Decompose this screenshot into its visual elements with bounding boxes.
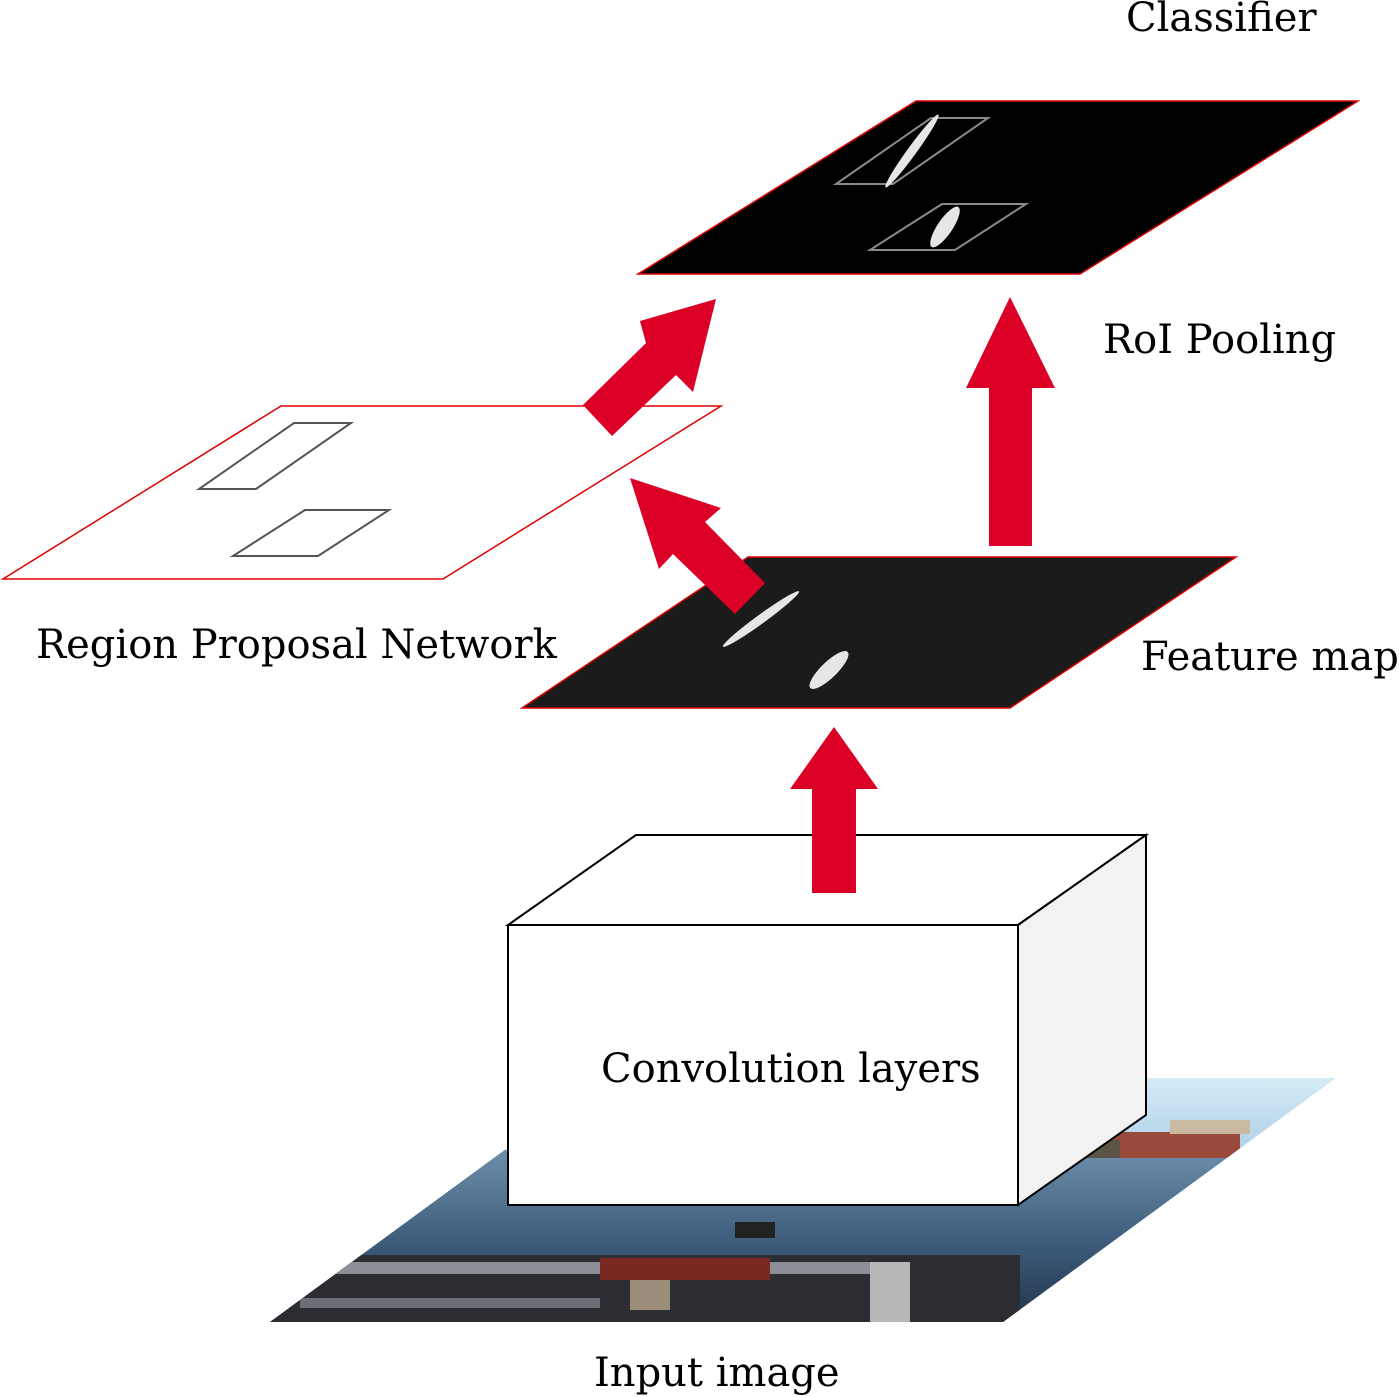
classifier-roi-box-top	[832, 117, 992, 185]
rpn-plane-surface	[0, 405, 724, 580]
input-image-label: Input image	[594, 1350, 840, 1396]
feature-maps-plane	[519, 556, 1239, 709]
arrow-rpn-to-classifier	[583, 299, 716, 436]
feature-maps-label: Feature maps	[1141, 634, 1399, 680]
feature-plane-surface	[519, 556, 1239, 709]
arrow-conv-to-feature-maps	[790, 727, 878, 893]
region-proposal-plane	[0, 405, 724, 580]
classifier-plane	[635, 100, 1361, 275]
arrow-feature-maps-to-classifier	[966, 297, 1055, 546]
labels: Classifier RoI Pooling Region Proposal N…	[36, 0, 1399, 1396]
photo-equipment-2	[735, 1222, 775, 1238]
rpn-proposal-box-top	[195, 422, 355, 490]
roi-pooling-label: RoI Pooling	[1103, 317, 1336, 363]
convolution-layers-label: Convolution layers	[601, 1046, 981, 1092]
photo-dock-plank-2	[300, 1298, 600, 1308]
feature-blob-round	[809, 651, 849, 689]
classifier-blob-round	[930, 206, 960, 248]
arrow-feature-maps-to-rpn	[630, 478, 765, 614]
classifier-roi-box-bottom	[866, 203, 1030, 251]
box-front-face	[507, 924, 1019, 1206]
classifier-blob-elongated	[885, 114, 939, 188]
photo-equipment	[600, 1258, 770, 1280]
arrows	[583, 297, 1055, 893]
classifier-label: Classifier	[1126, 0, 1317, 41]
photo-building	[1110, 1132, 1240, 1158]
feature-blob-elongated	[722, 591, 800, 647]
photo-post	[870, 1262, 910, 1322]
photo-cable	[630, 1280, 670, 1310]
photo-building-right	[1170, 1120, 1250, 1134]
rpn-proposal-box-bottom	[229, 509, 393, 557]
region-proposal-network-label: Region Proposal Network	[36, 622, 558, 668]
classifier-plane-surface	[635, 100, 1361, 275]
